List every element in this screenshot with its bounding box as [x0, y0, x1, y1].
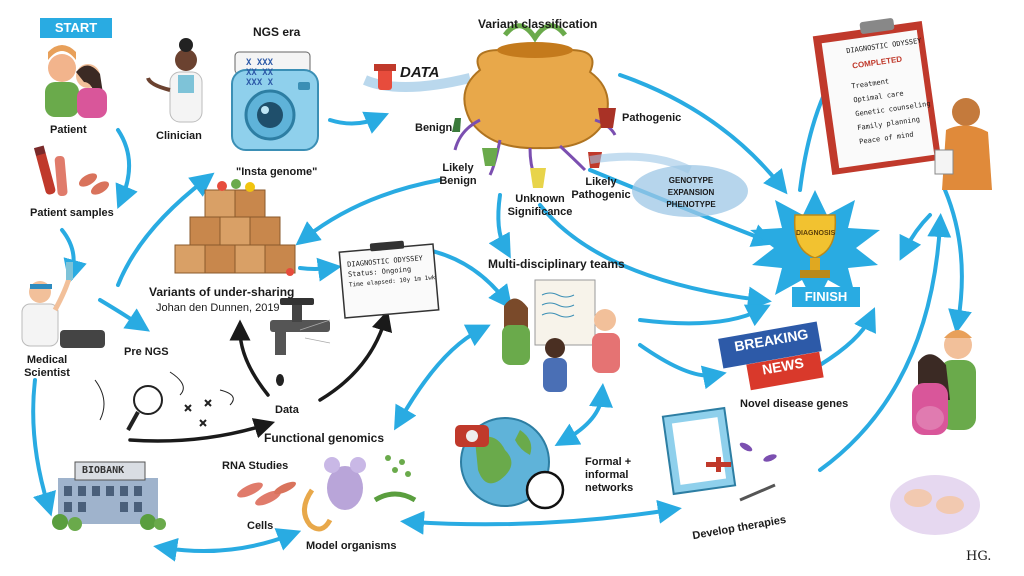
data-tap	[270, 298, 331, 386]
genotype-text: GENOTYPE	[668, 176, 714, 185]
flow-arrows	[31, 55, 972, 562]
ongoing-clipboard	[338, 240, 440, 319]
unknown-significance-label: Unknown Significance	[500, 193, 580, 219]
finish-tag: FINISH	[792, 287, 860, 307]
therapies-illustration	[661, 406, 777, 502]
functional-genomics-label: Functional genomics	[264, 431, 385, 445]
camera-printout: X XXX XX XX XXX X	[246, 58, 273, 88]
insta-genome-label: "Insta genome"	[236, 166, 318, 178]
medical-scientist-illustration	[21, 262, 105, 348]
expansion-text: EXPANSION	[667, 188, 715, 197]
completed-clipboard	[812, 18, 992, 190]
benign-label: Benign	[415, 122, 453, 134]
networks-line3: networks	[585, 482, 634, 494]
final-clipboard-items: Treatment Optimal care Genetic counselin…	[850, 69, 935, 149]
medical-scientist-label: Medical Scientist	[12, 354, 82, 380]
likely-benign-line2: Benign	[439, 175, 477, 187]
patient-illustration	[45, 45, 107, 118]
globe-networks-illustration	[455, 417, 565, 510]
functional-genomics-illustration	[237, 455, 417, 532]
clinician-illustration	[146, 38, 203, 123]
multidisciplinary-label: Multi-disciplinary teams	[488, 257, 625, 271]
johan-citation: Johan den Dunnen, 2019	[156, 302, 280, 314]
data-arrows	[128, 309, 393, 443]
pre-ngs-label: Pre NGS	[124, 346, 169, 358]
likely-benign-label: Likely Benign	[436, 162, 480, 188]
insta-genome-camera	[231, 51, 319, 151]
variant-classification-title: Variant classification	[478, 17, 598, 31]
likely-pathogenic-label: Likely Pathogenic	[568, 176, 634, 202]
diagnosis-trophy	[750, 190, 880, 305]
camera-printout-line1: X XXX	[246, 58, 274, 68]
biobank-sign: BIOBANK	[82, 465, 125, 476]
breaking-news-banner	[718, 321, 824, 391]
clinician-label: Clinician	[156, 130, 202, 142]
novel-genes-label: Novel disease genes	[740, 398, 849, 410]
rna-studies-label: RNA Studies	[222, 460, 289, 472]
likely-benign-line1: Likely	[442, 162, 474, 174]
networks-label: Formal + informal networks	[585, 456, 633, 495]
family-illustration	[890, 330, 980, 535]
diagnosis-text: DIAGNOSIS	[796, 230, 836, 237]
data-word: DATA	[400, 64, 440, 81]
final-item-optimal-care: Optimal care	[852, 89, 905, 105]
camera-printout-line3: XXX X	[246, 78, 274, 88]
patient-samples-label: Patient samples	[30, 207, 114, 219]
final-item-treatment: Treatment	[850, 77, 890, 91]
unknown-line2: Significance	[507, 206, 573, 218]
networks-line2: informal	[585, 469, 629, 481]
biobank-building	[52, 461, 166, 531]
pre-ngs-chromosomes	[94, 371, 234, 431]
start-tag: START	[40, 18, 112, 38]
unknown-line1: Unknown	[515, 193, 565, 205]
patient-samples-illustration	[33, 145, 110, 197]
camera-printout-line2: XX XX	[246, 68, 274, 78]
patient-label: Patient	[50, 124, 87, 136]
data-label: Data	[275, 404, 299, 416]
likely-pathogenic-line1: Likely	[585, 176, 617, 188]
medical-scientist-line1: Medical	[26, 354, 68, 366]
medical-scientist-line2: Scientist	[24, 367, 70, 379]
likely-pathogenic-line2: Pathogenic	[571, 189, 631, 201]
ngs-era-label: NGS era	[253, 25, 301, 39]
networks-line1: Formal +	[585, 456, 632, 468]
variant-classification-pot	[363, 23, 748, 217]
multidisciplinary-team-illustration	[502, 279, 620, 392]
genotype-expansion-bubble: GENOTYPE EXPANSION PHENOTYPE	[645, 175, 737, 211]
pathogenic-label: Pathogenic	[622, 112, 682, 124]
artist-signature: HG.	[966, 549, 992, 564]
variants-undersharing-label: Variants of under-sharing	[149, 285, 295, 299]
variants-undersharing-boxes	[174, 179, 296, 276]
cells-label: Cells	[247, 520, 274, 532]
model-organisms-label: Model organisms	[306, 540, 397, 552]
phenotype-text: PHENOTYPE	[666, 200, 716, 209]
